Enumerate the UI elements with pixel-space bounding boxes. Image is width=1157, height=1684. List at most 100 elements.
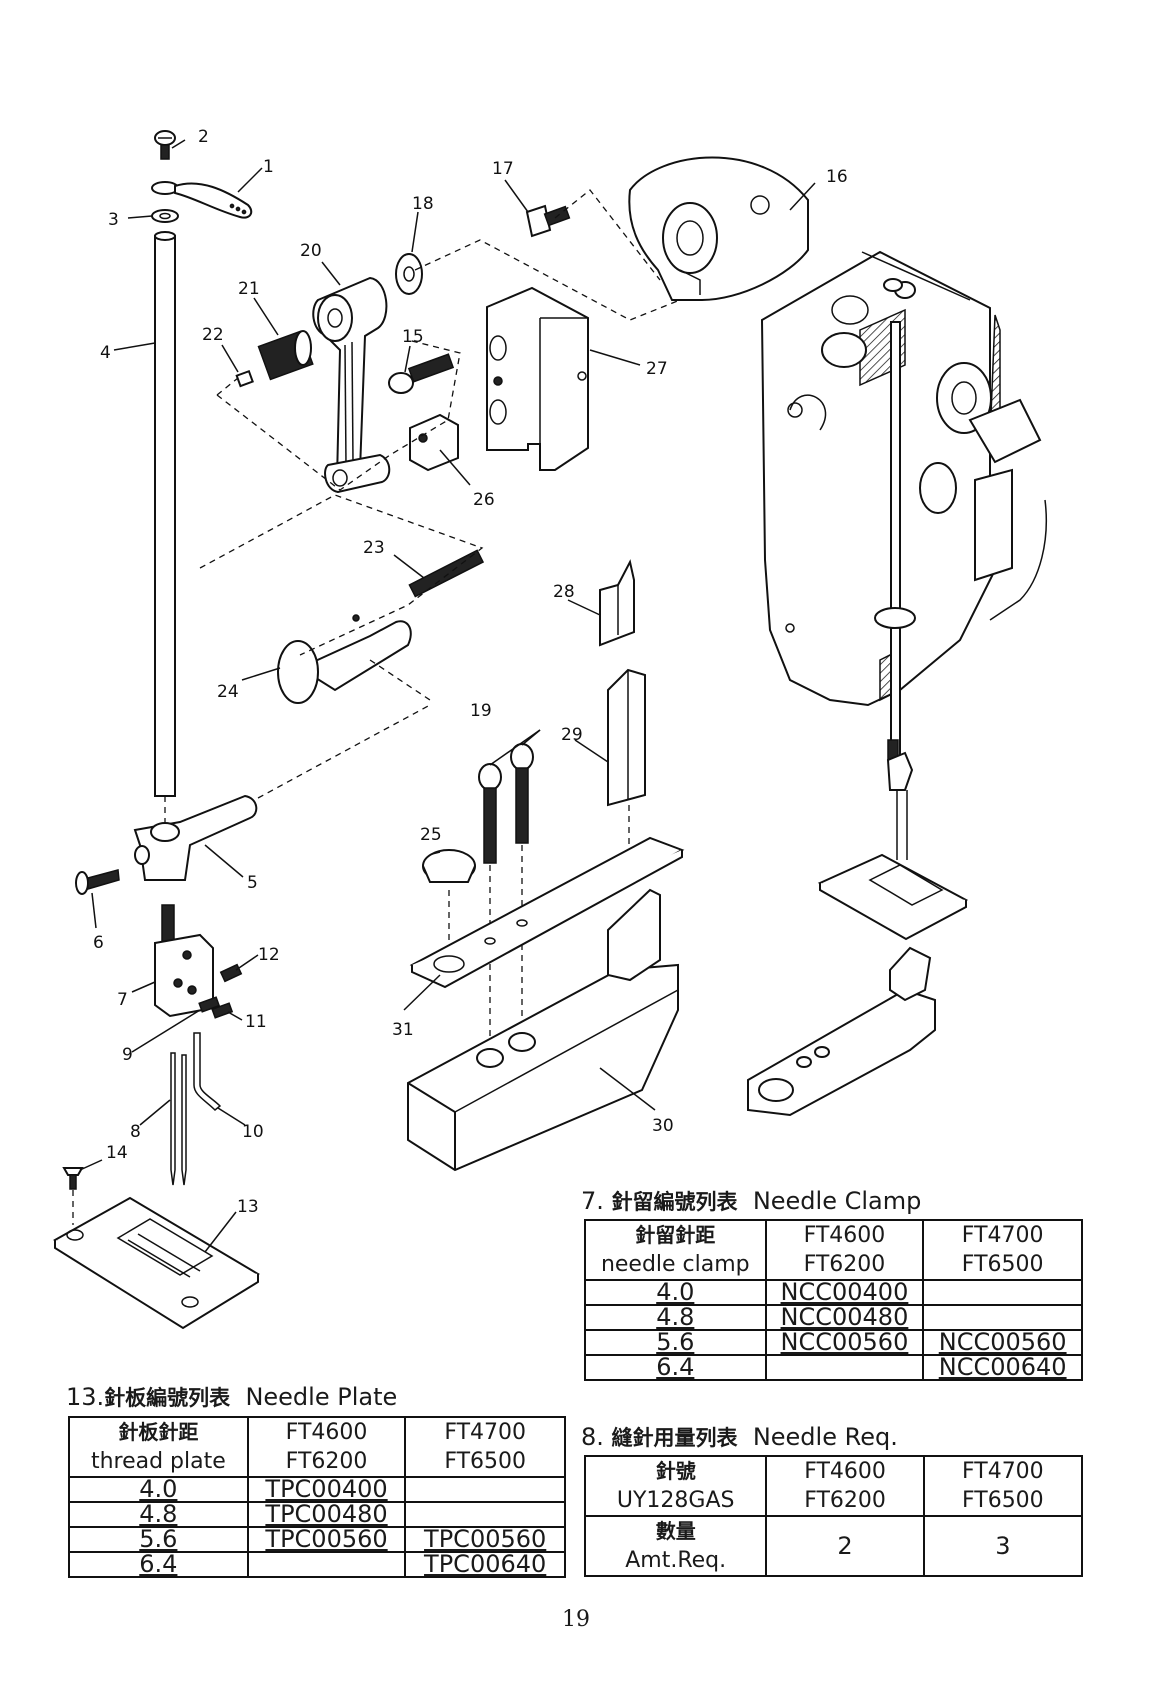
model-label: FT4600 — [803, 1223, 886, 1248]
part-30-base — [407, 888, 679, 1172]
needle-plate-title-cn: 針板編號列表 — [104, 1385, 231, 1410]
page-number: 19 — [562, 1607, 590, 1632]
needle-clamp-title-cn: 針留編號列表 — [611, 1189, 738, 1214]
part-21-needle-bearing — [257, 330, 314, 381]
part-6-screw — [75, 869, 120, 895]
amount-col1: 2 — [765, 1515, 925, 1577]
table-header-row: 針板針距 thread plate FT4600 FT6200 FT4700 F… — [68, 1416, 566, 1478]
row-part-col2: NCC00560 — [922, 1329, 1083, 1356]
row-part-col1 — [246, 1551, 407, 1578]
model-label: FT6200 — [803, 1252, 886, 1277]
row-part-col2 — [404, 1476, 566, 1503]
callout-29: 29 — [561, 725, 583, 745]
model-label: FT6200 — [804, 1488, 886, 1513]
part-29-block — [607, 668, 646, 850]
row-part-col2: NCC00640 — [922, 1354, 1083, 1381]
header-spacing-en: thread plate — [90, 1449, 226, 1474]
needle-plate-table-title: 13.針板編號列表 Needle Plate — [66, 1382, 397, 1412]
row-part-col1: NCC00480 — [764, 1304, 925, 1331]
part-11-screws — [198, 996, 234, 1019]
header-model-col1: FT4600 FT6200 — [246, 1416, 407, 1478]
needle-clamp-table: 針留針距 needle clamp FT4600 FT6200 FT4700 F… — [584, 1219, 1083, 1381]
model-label: FT4600 — [285, 1420, 368, 1445]
callout-18: 18 — [412, 194, 434, 214]
model-label: FT6500 — [444, 1449, 527, 1474]
row-size: 6.4 — [584, 1354, 767, 1381]
part-10-needle — [193, 1032, 222, 1112]
callout-13: 13 — [237, 1197, 259, 1217]
table-row: 5.6 NCC00560 NCC00560 — [584, 1329, 1083, 1356]
machine-head-assembly — [760, 250, 1048, 860]
row-part-col1 — [764, 1354, 925, 1381]
needle-req-title-cn: 縫針用量列表 — [611, 1425, 738, 1450]
callout-26: 26 — [473, 490, 495, 510]
part-8-needles — [170, 1052, 187, 1186]
needle-req-table: 針號 UY128GAS FT4600 FT6200 FT4700 FT6500 … — [583, 1455, 1084, 1577]
needle-number-en: UY128GAS — [616, 1488, 735, 1513]
model-label: FT4700 — [961, 1223, 1044, 1248]
row-part-col1: TPC00400 — [246, 1476, 407, 1503]
needle-clamp-title-num: 7. — [581, 1187, 604, 1215]
part-12-screw — [219, 963, 243, 983]
table-row: 數量 Amt.Req. 2 3 — [583, 1515, 1084, 1577]
callout-11: 11 — [245, 1012, 267, 1032]
part-2-screw — [154, 130, 176, 160]
header-spacing-cn: 針留針距 — [635, 1223, 716, 1247]
header-spacing-en: needle clamp — [600, 1252, 750, 1277]
part-18-washer — [395, 253, 423, 295]
part-22-pin — [235, 369, 254, 388]
table-header-row: 針留針距 needle clamp FT4600 FT6200 FT4700 F… — [584, 1219, 1083, 1281]
needle-plate-table: 針板針距 thread plate FT4600 FT6200 FT4700 F… — [68, 1416, 566, 1578]
row-part-col1: TPC00480 — [246, 1501, 407, 1528]
header-spacing: 針板針距 thread plate — [68, 1416, 249, 1478]
part-15-screw — [388, 353, 455, 394]
model-label: FT4600 — [804, 1459, 886, 1484]
callout-19: 19 — [470, 701, 492, 721]
callout-8: 8 — [130, 1122, 141, 1142]
callout-25: 25 — [420, 825, 442, 845]
needle-clamp-table-title: 7. 針留編號列表 Needle Clamp — [581, 1186, 921, 1216]
row-part-col1: NCC00400 — [764, 1279, 925, 1306]
row-size: 4.8 — [584, 1304, 767, 1331]
callout-5: 5 — [247, 873, 258, 893]
part-23-spring — [408, 549, 485, 598]
part-13-needle-plate — [53, 1196, 260, 1330]
row-part-col2 — [922, 1304, 1083, 1331]
table-row: 4.0 NCC00400 — [584, 1279, 1083, 1306]
row-size: 6.4 — [68, 1551, 249, 1578]
row-size: 5.6 — [584, 1329, 767, 1356]
callout-12: 12 — [258, 945, 280, 965]
amount-cn: 數量 — [655, 1519, 696, 1543]
row-size: 4.8 — [68, 1501, 249, 1528]
part-24-shaft — [277, 614, 412, 704]
callout-20: 20 — [300, 241, 322, 261]
needle-number-cn: 針號 — [655, 1459, 696, 1483]
part-14-screw — [62, 1167, 84, 1225]
needle-req-title-en: Needle Req. — [752, 1423, 898, 1451]
header-model-col1: FT4600 FT6200 — [765, 1455, 925, 1517]
amount-en: Amt.Req. — [625, 1548, 727, 1573]
callout-7: 7 — [117, 990, 128, 1010]
row-part-col1: TPC00560 — [246, 1526, 407, 1553]
leader-lines — [79, 139, 816, 1253]
table-row: 6.4 NCC00640 — [584, 1354, 1083, 1381]
part-5-needle-bar-connecting-stud — [133, 704, 431, 881]
part-28-clip — [599, 559, 635, 647]
header-model-col2: FT4700 FT6500 — [922, 1219, 1083, 1281]
callout-21: 21 — [238, 279, 260, 299]
callout-10: 10 — [242, 1122, 264, 1142]
callout-22: 22 — [202, 325, 224, 345]
callout-6: 6 — [93, 933, 104, 953]
row-part-col1: NCC00560 — [764, 1329, 925, 1356]
table-row: 5.6 TPC00560 TPC00560 — [68, 1526, 566, 1553]
needle-plate-installed — [817, 853, 969, 941]
header-model-col2: FT4700 FT6500 — [404, 1416, 566, 1478]
part-25-button — [422, 849, 476, 960]
callout-14: 14 — [106, 1143, 128, 1163]
callout-31: 31 — [392, 1020, 414, 1040]
needle-number-cell: 針號 UY128GAS — [583, 1455, 768, 1517]
callout-17: 17 — [492, 159, 514, 179]
part-17-screw — [525, 204, 571, 238]
row-size: 4.0 — [584, 1279, 767, 1306]
